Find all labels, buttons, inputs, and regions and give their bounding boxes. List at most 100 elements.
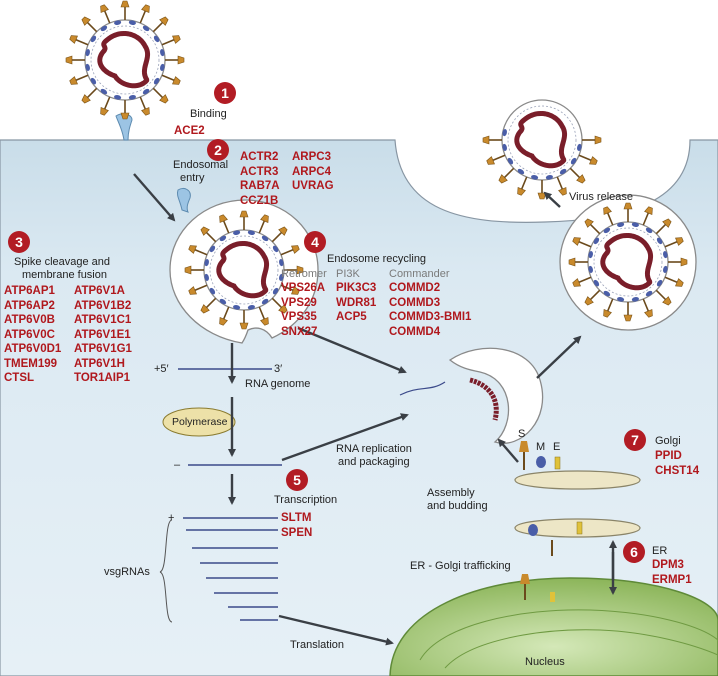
rna-replication-label-1: RNA replication [336,443,412,455]
five-prime-label: +5′ [154,363,169,375]
gene: VPS26A [281,282,326,294]
group-name: Commander [389,268,450,280]
gene: ATP6V0B [4,314,55,326]
spike-protein [79,14,101,36]
protein-e-label: E [553,441,561,453]
spike-protein [97,3,115,26]
spike-protein [149,84,171,106]
step2-genes-col2: ARPC3 ARPC4 UVRAG [292,150,334,194]
step6-genes: DPM3 ERMP1 [652,558,692,587]
assembly-label-1: Assembly [427,487,475,499]
gene: CCZ1B [240,194,279,207]
rna-replication-label-2: and packaging [338,456,410,468]
er-golgi-trafficking-label: ER - Golgi trafficking [410,560,511,572]
spike-protein [120,0,130,21]
spike-protein [97,94,115,117]
gene: ATP6AP2 [4,299,55,312]
group-name: Retromer [281,268,327,280]
gene: ACTR3 [240,165,279,178]
spike-protein [79,84,101,106]
gene: ARPC3 [292,151,331,163]
gene: RAB7A [240,180,280,192]
spike-protein [135,94,153,117]
spike-protein [159,32,182,50]
gene: ARPC4 [292,165,331,178]
step-3-badge: 3 [8,231,30,253]
membrane-fusion-label: membrane fusion [22,269,107,281]
endosome-recycling-label: Endosome recycling [327,253,427,265]
spike-protein [496,164,518,186]
binding-label: Binding [190,108,227,120]
gene: TOR1AIP1 [74,372,131,384]
step5-genes: SLTM SPEN [281,511,312,540]
gene: WDR81 [336,296,377,309]
gene: ATP6V1B2 [74,299,132,312]
spike-protein [65,55,86,65]
step-7-badge: 7 [624,429,646,451]
gene: TMEM199 [4,357,58,370]
gene: ATP6V1C1 [74,314,132,326]
spike-protein [482,135,503,145]
gene: VPS29 [281,296,317,309]
gene: SPEN [281,526,313,539]
spike-protein [537,179,547,200]
gene: PPID [655,450,682,462]
er-label: ER [652,545,668,557]
three-prime-label: 3′ [274,363,283,375]
golgi-label: Golgi [655,435,681,447]
entry-label: entry [180,172,205,184]
gene: PIK3C3 [336,282,377,294]
step3-genes-col2: ATP6V1A ATP6V1B2 ATP6V1C1 ATP6V1E1 ATP6V… [74,284,132,386]
step-5-badge: 5 [286,469,308,491]
step3-genes-col1: ATP6AP1 ATP6AP2 ATP6V0B ATP6V0C ATP6V0D1… [4,284,61,386]
gene: VPS35 [281,311,317,323]
step-4-badge: 4 [304,231,326,253]
spike-protein [514,174,532,197]
gene: UVRAG [292,180,334,192]
retromer-group: Retromer VPS26A VPS29 VPS35 SNX27 [281,268,327,339]
gene: ATP6AP1 [4,285,55,297]
spike-protein [566,164,588,186]
plus-strand-label: + [168,512,175,524]
nucleus-label: Nucleus [525,656,565,668]
endosomal-label: Endosomal [173,159,229,171]
commander-group: Commander COMMD2 COMMD3 COMMD3-BMI1 COMM… [389,268,471,339]
step-1-badge: 1 [214,82,236,104]
virion-binding [85,20,165,100]
gene: SLTM [281,512,312,524]
gene: COMMD3-BMI1 [389,311,472,323]
minus-strand-label: – [174,459,181,471]
spike-protein [68,32,91,50]
rna-genome-label: RNA genome [245,378,311,390]
step7-genes: PPID CHST14 [655,449,699,478]
gene: ATP6V1A [74,285,125,297]
spike-protein [581,135,602,145]
spike-protein [576,150,599,168]
spike-protein [149,14,171,36]
gene: ATP6V0C [4,328,55,341]
pi3k-group: PI3K PIK3C3 WDR81 ACP5 [336,268,376,325]
gene: SNX27 [281,325,318,338]
gene: ATP6V1E1 [74,328,131,341]
protein-s-label: S [518,428,526,440]
spike-protein [552,174,570,197]
spike-protein [485,150,508,168]
spike-protein [120,99,130,120]
spike-protein [159,70,182,88]
nucleus-shape [389,577,718,676]
polymerase-label: Polymerase [172,416,228,428]
assembly-label-2: and budding [427,500,488,512]
transcription-label: Transcription [274,494,338,506]
spike-protein [68,70,91,88]
vsgrnas-label: vsgRNAs [104,566,150,578]
gene: ATP6V0D1 [4,343,62,355]
gene: DPM3 [652,559,684,571]
step2-genes-col1: ACTR2 ACTR3 RAB7A CCZ1B [240,150,280,208]
step-2-badge: 2 [207,139,229,161]
group-name: PI3K [336,268,360,280]
gene: CHST14 [655,464,700,477]
gene: COMMD4 [389,325,441,338]
gene: ATP6V1H [74,357,125,370]
gene: COMMD2 [389,282,441,294]
